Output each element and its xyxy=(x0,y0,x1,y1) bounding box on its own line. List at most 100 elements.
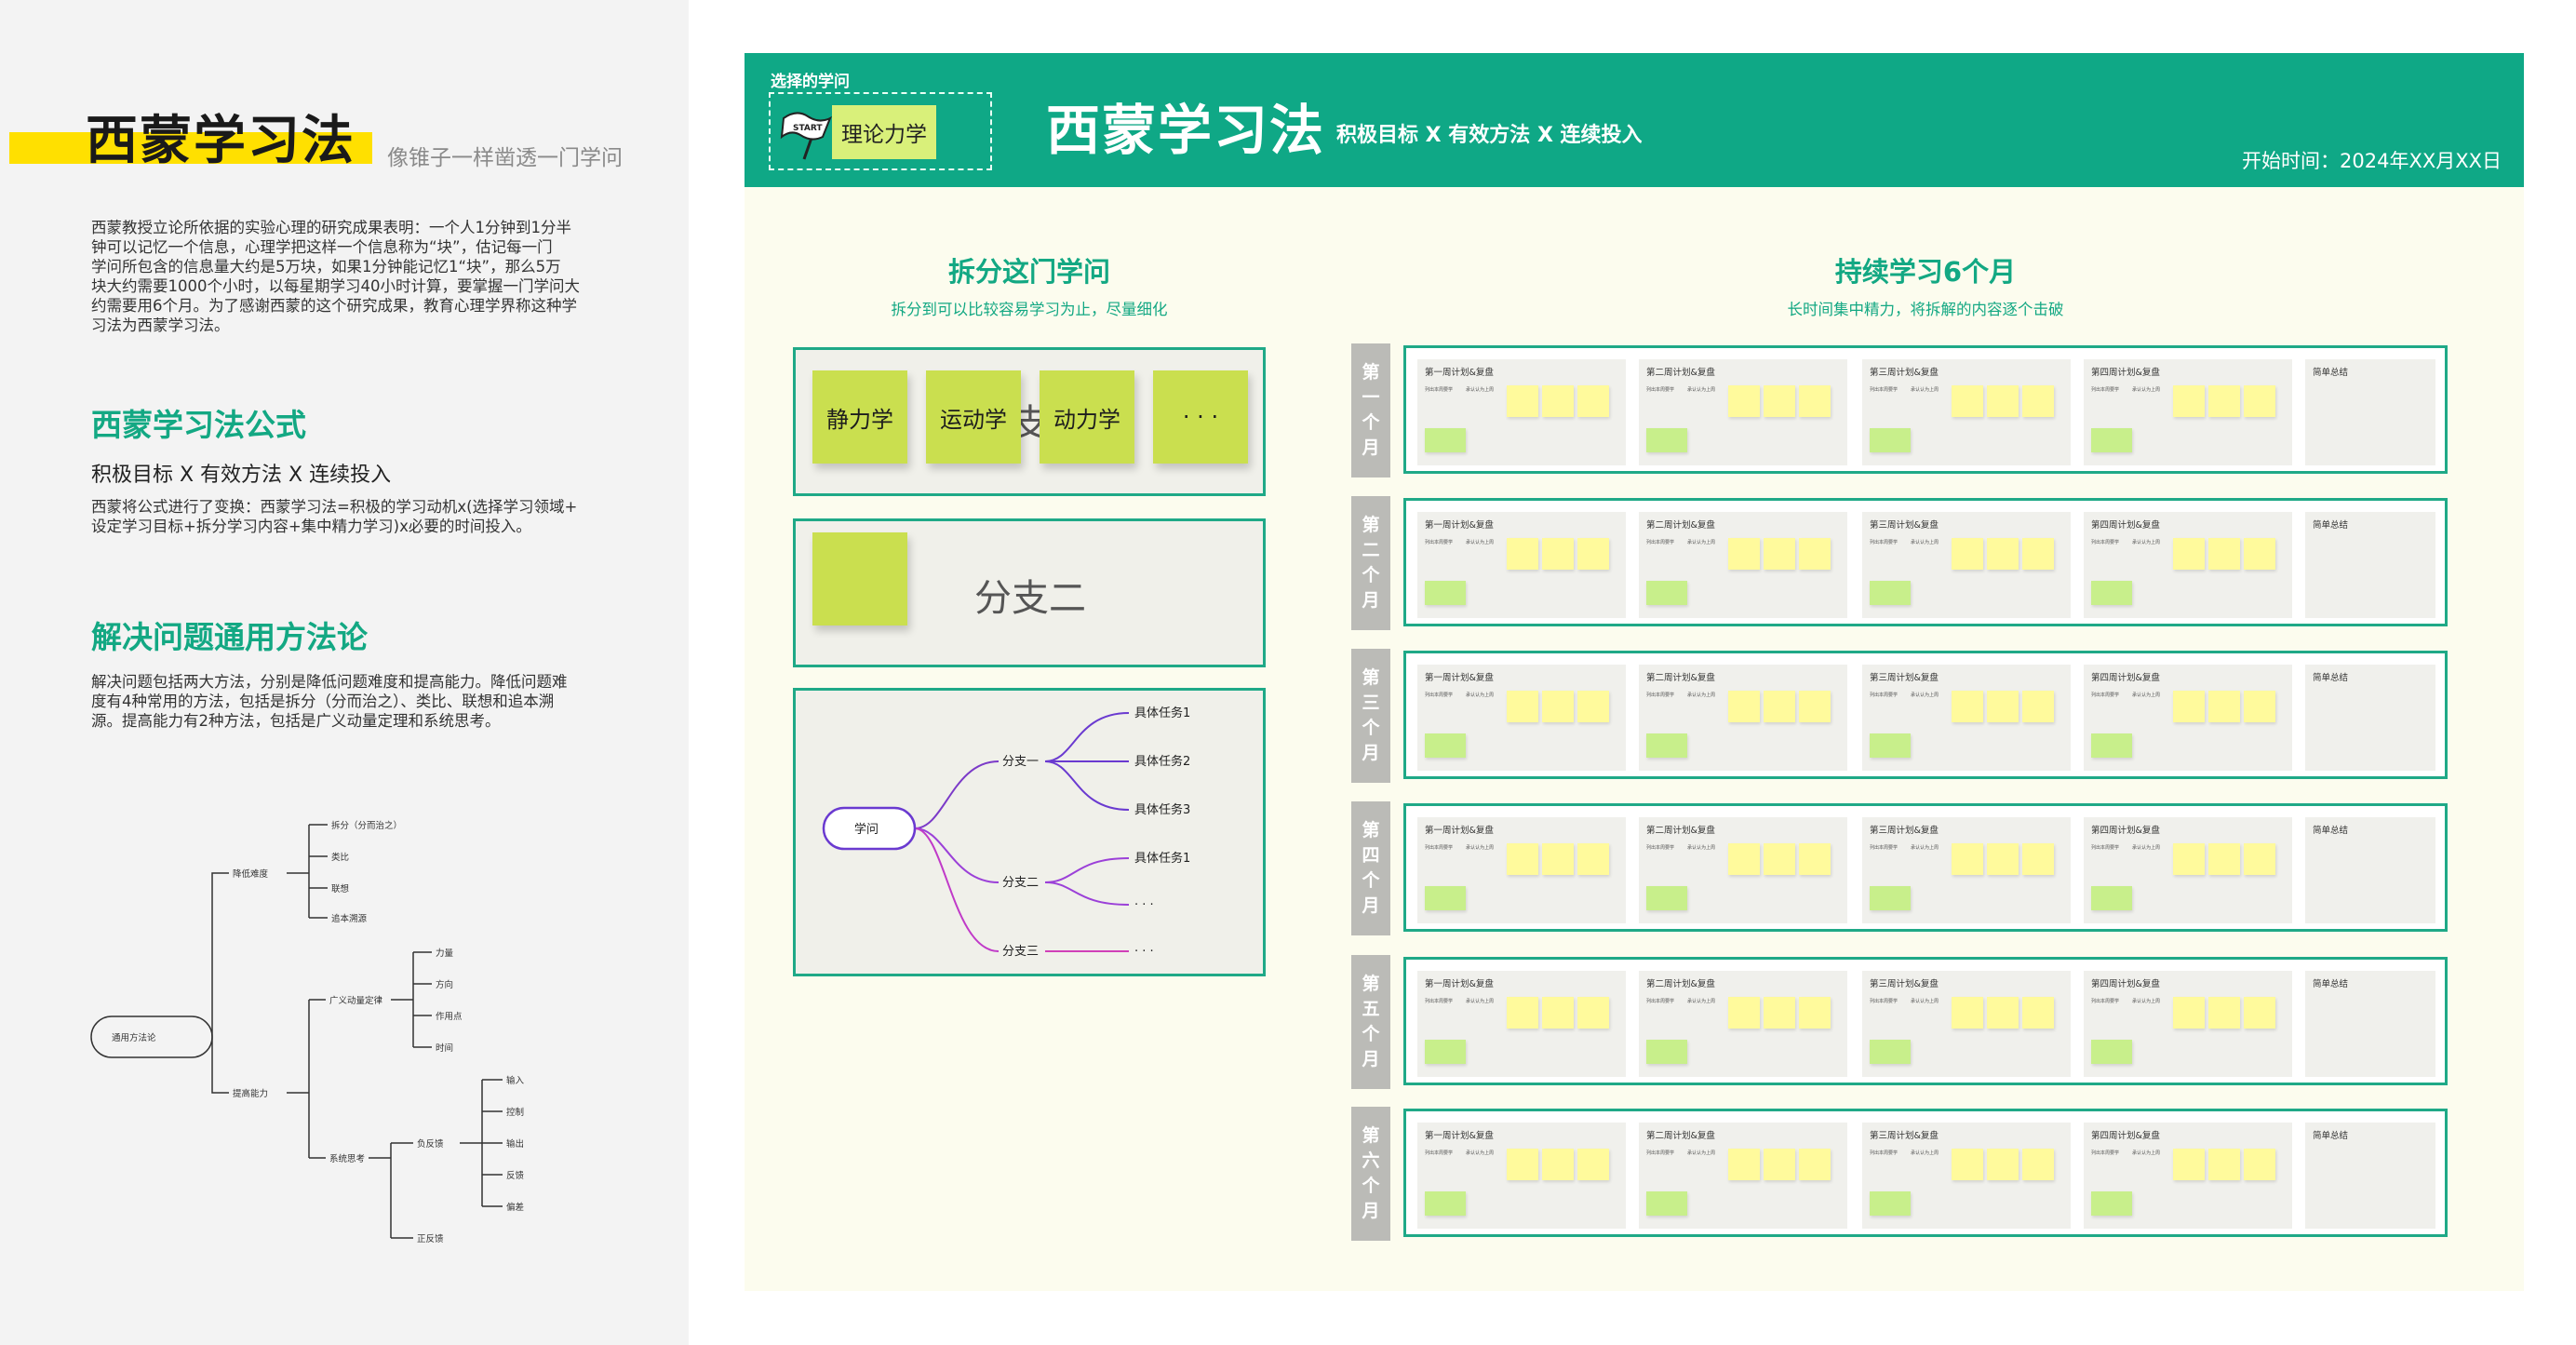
month-summary[interactable]: 简单总结 xyxy=(2305,665,2435,771)
sticky-note[interactable] xyxy=(1542,843,1574,875)
week-panel[interactable]: 第四周计划&复盘列出本周要学承认认为上周 xyxy=(2084,359,2292,465)
week-panel[interactable]: 第一周计划&复盘列出本周要学承认认为上周 xyxy=(1417,817,1626,923)
sticky-note-green[interactable] xyxy=(1870,581,1911,605)
sticky-note[interactable] xyxy=(1987,538,2019,570)
sticky-note[interactable] xyxy=(1542,1149,1574,1180)
sticky-note[interactable] xyxy=(1952,843,1983,875)
sticky-note-green[interactable] xyxy=(1646,886,1687,910)
note-kinematics[interactable]: 运动学 xyxy=(926,370,1021,464)
sticky-note[interactable] xyxy=(1542,997,1574,1029)
month-summary[interactable]: 简单总结 xyxy=(2305,512,2435,618)
week-panel[interactable]: 第二周计划&复盘列出本周要学承认认为上周 xyxy=(1639,817,1847,923)
sticky-note[interactable] xyxy=(2244,1149,2275,1180)
sticky-note[interactable] xyxy=(1987,691,2019,722)
sticky-note-green[interactable] xyxy=(2091,428,2132,452)
sticky-note-green[interactable] xyxy=(1646,733,1687,758)
sticky-note[interactable] xyxy=(1542,691,1574,722)
sticky-note[interactable] xyxy=(1728,385,1760,417)
sticky-note[interactable] xyxy=(1764,1149,1795,1180)
sticky-note-green[interactable] xyxy=(2091,886,2132,910)
sticky-note[interactable] xyxy=(1952,1149,1983,1180)
sticky-note[interactable] xyxy=(2173,997,2205,1029)
sticky-note-green[interactable] xyxy=(1870,1040,1911,1064)
sticky-note[interactable] xyxy=(1542,385,1574,417)
week-panel[interactable]: 第四周计划&复盘列出本周要学承认认为上周 xyxy=(2084,512,2292,618)
week-panel[interactable]: 第一周计划&复盘列出本周要学承认认为上周 xyxy=(1417,1123,1626,1229)
sticky-note[interactable] xyxy=(2022,1149,2054,1180)
sticky-note[interactable] xyxy=(1764,843,1795,875)
sticky-note-green[interactable] xyxy=(2091,1191,2132,1216)
sticky-note[interactable] xyxy=(1577,691,1609,722)
sticky-note[interactable] xyxy=(1728,1149,1760,1180)
sticky-note[interactable] xyxy=(1507,691,1538,722)
sticky-note-green[interactable] xyxy=(1870,733,1911,758)
sticky-note[interactable] xyxy=(2173,691,2205,722)
sticky-note[interactable] xyxy=(1764,997,1795,1029)
month-summary[interactable]: 简单总结 xyxy=(2305,359,2435,465)
week-panel[interactable]: 第三周计划&复盘列出本周要学承认认为上周 xyxy=(1862,665,2071,771)
sticky-note[interactable] xyxy=(1952,997,1983,1029)
sticky-note[interactable] xyxy=(1728,538,1760,570)
sticky-note[interactable] xyxy=(1952,691,1983,722)
sticky-note-green[interactable] xyxy=(1646,1191,1687,1216)
sticky-note[interactable] xyxy=(1764,691,1795,722)
week-panel[interactable]: 第二周计划&复盘列出本周要学承认认为上周 xyxy=(1639,971,1847,1077)
sticky-note[interactable] xyxy=(1987,997,2019,1029)
sticky-note-green[interactable] xyxy=(1425,428,1466,452)
sticky-note[interactable] xyxy=(1728,691,1760,722)
selected-subject-box[interactable]: START 理论力学 xyxy=(769,92,992,170)
sticky-note[interactable] xyxy=(1507,1149,1538,1180)
sticky-note[interactable] xyxy=(1577,385,1609,417)
sticky-note[interactable] xyxy=(1952,538,1983,570)
sticky-note-green[interactable] xyxy=(1646,428,1687,452)
week-panel[interactable]: 第三周计划&复盘列出本周要学承认认为上周 xyxy=(1862,1123,2071,1229)
note-dynamics[interactable]: 动力学 xyxy=(1040,370,1134,464)
week-panel[interactable]: 第二周计划&复盘列出本周要学承认认为上周 xyxy=(1639,359,1847,465)
sticky-note[interactable] xyxy=(1542,538,1574,570)
week-panel[interactable]: 第一周计划&复盘列出本周要学承认认为上周 xyxy=(1417,512,1626,618)
week-panel[interactable]: 第三周计划&复盘列出本周要学承认认为上周 xyxy=(1862,971,2071,1077)
sticky-note[interactable] xyxy=(1507,538,1538,570)
sticky-note[interactable] xyxy=(2208,997,2240,1029)
sticky-note[interactable] xyxy=(1577,538,1609,570)
week-panel[interactable]: 第二周计划&复盘列出本周要学承认认为上周 xyxy=(1639,665,1847,771)
week-panel[interactable]: 第二周计划&复盘列出本周要学承认认为上周 xyxy=(1639,512,1847,618)
week-panel[interactable]: 第一周计划&复盘列出本周要学承认认为上周 xyxy=(1417,665,1626,771)
sticky-note[interactable] xyxy=(2244,843,2275,875)
sticky-note[interactable] xyxy=(1577,997,1609,1029)
sticky-note[interactable] xyxy=(2173,385,2205,417)
note-statics[interactable]: 静力学 xyxy=(812,370,907,464)
week-panel[interactable]: 第四周计划&复盘列出本周要学承认认为上周 xyxy=(2084,971,2292,1077)
sticky-note[interactable] xyxy=(2208,385,2240,417)
sticky-note[interactable] xyxy=(2022,538,2054,570)
sticky-note-green[interactable] xyxy=(1425,1191,1466,1216)
sticky-note[interactable] xyxy=(2244,997,2275,1029)
week-panel[interactable]: 第一周计划&复盘列出本周要学承认认为上周 xyxy=(1417,359,1626,465)
sticky-note-green[interactable] xyxy=(1425,1040,1466,1064)
sticky-note-green[interactable] xyxy=(1870,428,1911,452)
sticky-note[interactable] xyxy=(1577,1149,1609,1180)
sticky-note[interactable] xyxy=(2244,538,2275,570)
week-panel[interactable]: 第二周计划&复盘列出本周要学承认认为上周 xyxy=(1639,1123,1847,1229)
sticky-note-green[interactable] xyxy=(1646,1040,1687,1064)
month-summary[interactable]: 简单总结 xyxy=(2305,817,2435,923)
note-more[interactable]: · · · xyxy=(1153,370,1248,464)
sticky-note[interactable] xyxy=(1987,385,2019,417)
sticky-note[interactable] xyxy=(1799,1149,1831,1180)
sticky-note[interactable] xyxy=(2173,538,2205,570)
sticky-note[interactable] xyxy=(1799,843,1831,875)
sticky-note[interactable] xyxy=(2208,843,2240,875)
sticky-note[interactable] xyxy=(2244,385,2275,417)
sticky-note[interactable] xyxy=(2208,538,2240,570)
sticky-note[interactable] xyxy=(1764,385,1795,417)
sticky-note[interactable] xyxy=(2022,997,2054,1029)
sticky-note[interactable] xyxy=(2022,843,2054,875)
week-panel[interactable]: 第四周计划&复盘列出本周要学承认认为上周 xyxy=(2084,1123,2292,1229)
month-summary[interactable]: 简单总结 xyxy=(2305,1123,2435,1229)
sticky-note[interactable] xyxy=(1799,385,1831,417)
week-panel[interactable]: 第三周计划&复盘列出本周要学承认认为上周 xyxy=(1862,359,2071,465)
sticky-note[interactable] xyxy=(1987,1149,2019,1180)
week-panel[interactable]: 第四周计划&复盘列出本周要学承认认为上周 xyxy=(2084,817,2292,923)
sticky-note[interactable] xyxy=(2022,691,2054,722)
sticky-note[interactable] xyxy=(1507,843,1538,875)
